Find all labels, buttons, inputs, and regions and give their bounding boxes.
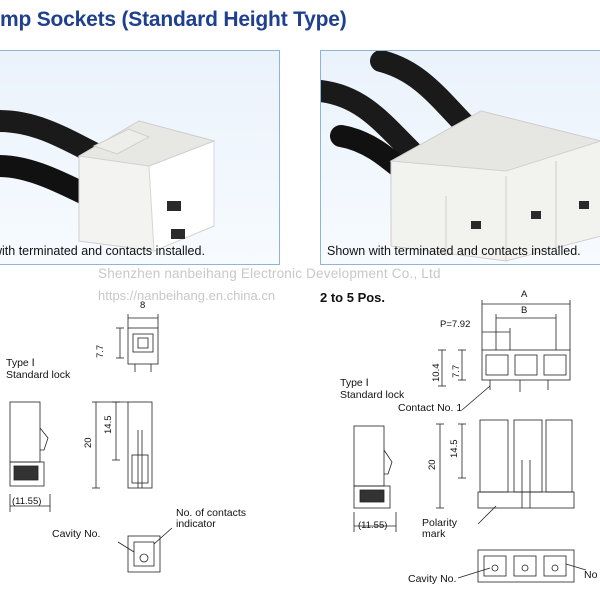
dim-height-total-right: 20 (427, 459, 438, 470)
lock-label-right: Standard lock (340, 389, 405, 401)
contacts-indicator-label: No. of contacts indicator (176, 507, 247, 530)
dim-depth-right: (11.55) (358, 520, 388, 531)
type-label: Type Ⅰ (6, 357, 35, 369)
dim-height-inner: 7.7 (451, 364, 462, 378)
lock-label: Standard lock (6, 369, 71, 381)
watermark-url: https://nanbeihang.en.china.cn (98, 288, 276, 303)
dim-width: 8 (140, 300, 146, 311)
dim-a: A (521, 289, 528, 300)
polarity-label: Polarity mark (422, 517, 458, 540)
photo-caption: with terminated and contacts installed. (0, 244, 205, 258)
page-title: mp Sockets (Standard Height Type) (0, 8, 347, 31)
dim-height-outer: 10.4 (431, 363, 442, 383)
dim-height-mid: 14.5 (103, 415, 114, 435)
cavity-label: Cavity No. (52, 528, 101, 540)
cavity-label-right: Cavity No. (408, 573, 457, 585)
dim-height-mid-right: 14.5 (449, 439, 460, 459)
product-photo-multi: Shown with terminated and contacts insta… (320, 50, 600, 265)
dim-height-total: 20 (83, 437, 94, 448)
dim-depth: (11.55) (12, 496, 42, 507)
dim-height-small: 7.7 (95, 344, 106, 358)
contacts-indicator-label-right: No (584, 569, 598, 581)
contact-no-label: Contact No. 1 (398, 402, 463, 414)
dim-b: B (521, 305, 528, 316)
photo-caption: Shown with terminated and contacts insta… (327, 244, 581, 258)
watermark-company: Shenzhen nanbeihang Electronic Developme… (98, 266, 441, 281)
dim-pitch: P=7.92 (440, 319, 471, 330)
section-label: 2 to 5 Pos. (320, 290, 386, 305)
single-socket-illustration (0, 51, 279, 264)
product-photo-single: with terminated and contacts installed. (0, 50, 280, 265)
technical-drawing (9, 300, 587, 583)
type-label-right: Type Ⅰ (340, 377, 369, 389)
multi-socket-illustration (321, 51, 600, 264)
